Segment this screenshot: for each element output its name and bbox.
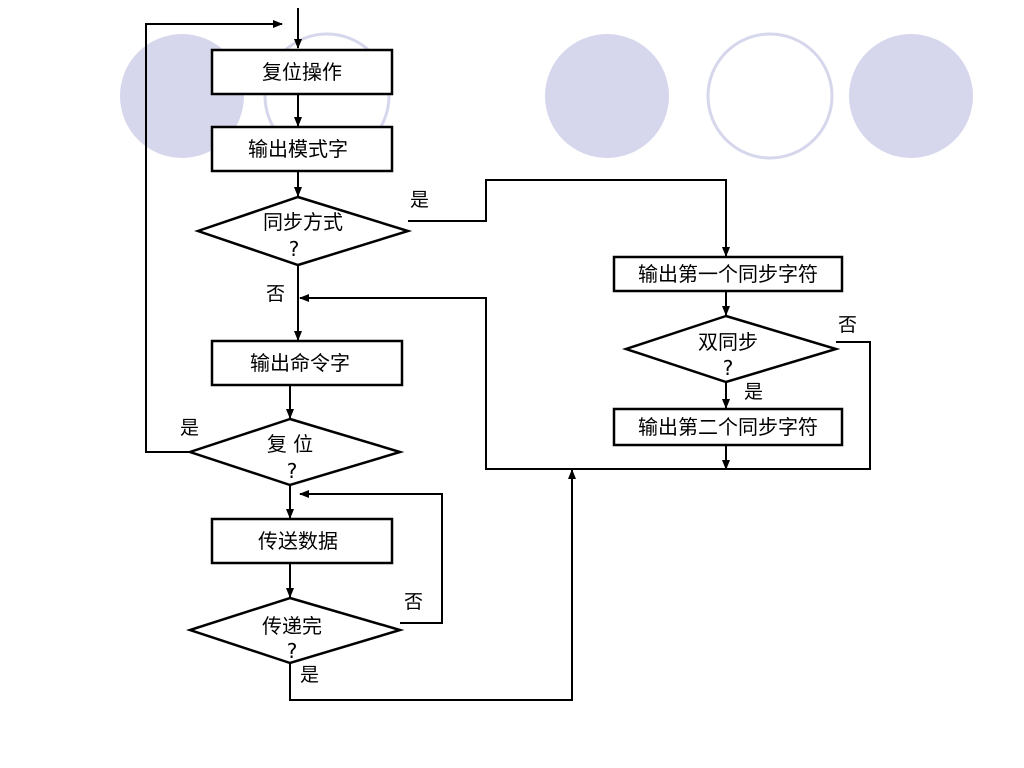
edge-label-reset-yes: 是 bbox=[180, 417, 199, 439]
node-done-question-label: 传递完 bbox=[262, 614, 322, 638]
node-out-sync2: 输出第二个同步字符 bbox=[612, 407, 844, 447]
node-sync-question: 同步方式 ? bbox=[194, 195, 413, 267]
deco-circle bbox=[849, 34, 973, 158]
node-out-cmd: 输出命令字 bbox=[210, 339, 404, 387]
node-reset-question-mark: ? bbox=[287, 459, 298, 483]
node-out-cmd-label: 输出命令字 bbox=[250, 351, 350, 375]
deco-circle bbox=[545, 34, 669, 158]
edge-merge-to-cmd bbox=[299, 294, 726, 470]
node-transfer-label: 传送数据 bbox=[258, 529, 338, 553]
edge-reset-yes-loop bbox=[145, 20, 283, 453]
node-out-sync2-label: 输出第二个同步字符 bbox=[638, 415, 818, 439]
connectors bbox=[145, 8, 871, 701]
edge-done-no-loop bbox=[299, 490, 443, 624]
node-double-question: 双同步 ? bbox=[622, 314, 841, 384]
node-reset-question-label: 复 位 bbox=[267, 432, 313, 456]
node-out-sync1-label: 输出第一个同步字符 bbox=[638, 262, 818, 286]
edge-label-done-yes: 是 bbox=[300, 664, 319, 686]
node-reset-question: 复 位 ? bbox=[186, 417, 405, 487]
node-reset-op: 复位操作 bbox=[210, 48, 394, 96]
node-sync-question-mark: ? bbox=[289, 237, 300, 261]
edge-done-yes bbox=[289, 469, 576, 701]
edge-label-sync-yes: 是 bbox=[410, 189, 429, 211]
node-transfer: 传送数据 bbox=[210, 517, 394, 565]
node-double-question-mark: ? bbox=[723, 356, 734, 380]
node-done-question-mark: ? bbox=[287, 639, 298, 663]
node-double-question-label: 双同步 bbox=[698, 330, 758, 354]
edge-label-double-no: 否 bbox=[838, 314, 857, 336]
node-sync-question-label: 同步方式 bbox=[263, 210, 343, 234]
edge-double-no bbox=[726, 341, 871, 470]
edge-label-done-no: 否 bbox=[404, 591, 423, 613]
edge-label-double-yes: 是 bbox=[744, 381, 763, 403]
node-out-mode-label: 输出模式字 bbox=[248, 137, 348, 161]
node-reset-op-label: 复位操作 bbox=[262, 60, 342, 84]
deco-circle-outline bbox=[706, 32, 834, 160]
node-out-sync1: 输出第一个同步字符 bbox=[612, 255, 844, 293]
edge-label-sync-no: 否 bbox=[266, 283, 285, 305]
node-out-mode: 输出模式字 bbox=[210, 125, 394, 173]
edge-sync-yes bbox=[408, 179, 730, 257]
node-done-question: 传递完 ? bbox=[185, 596, 405, 665]
